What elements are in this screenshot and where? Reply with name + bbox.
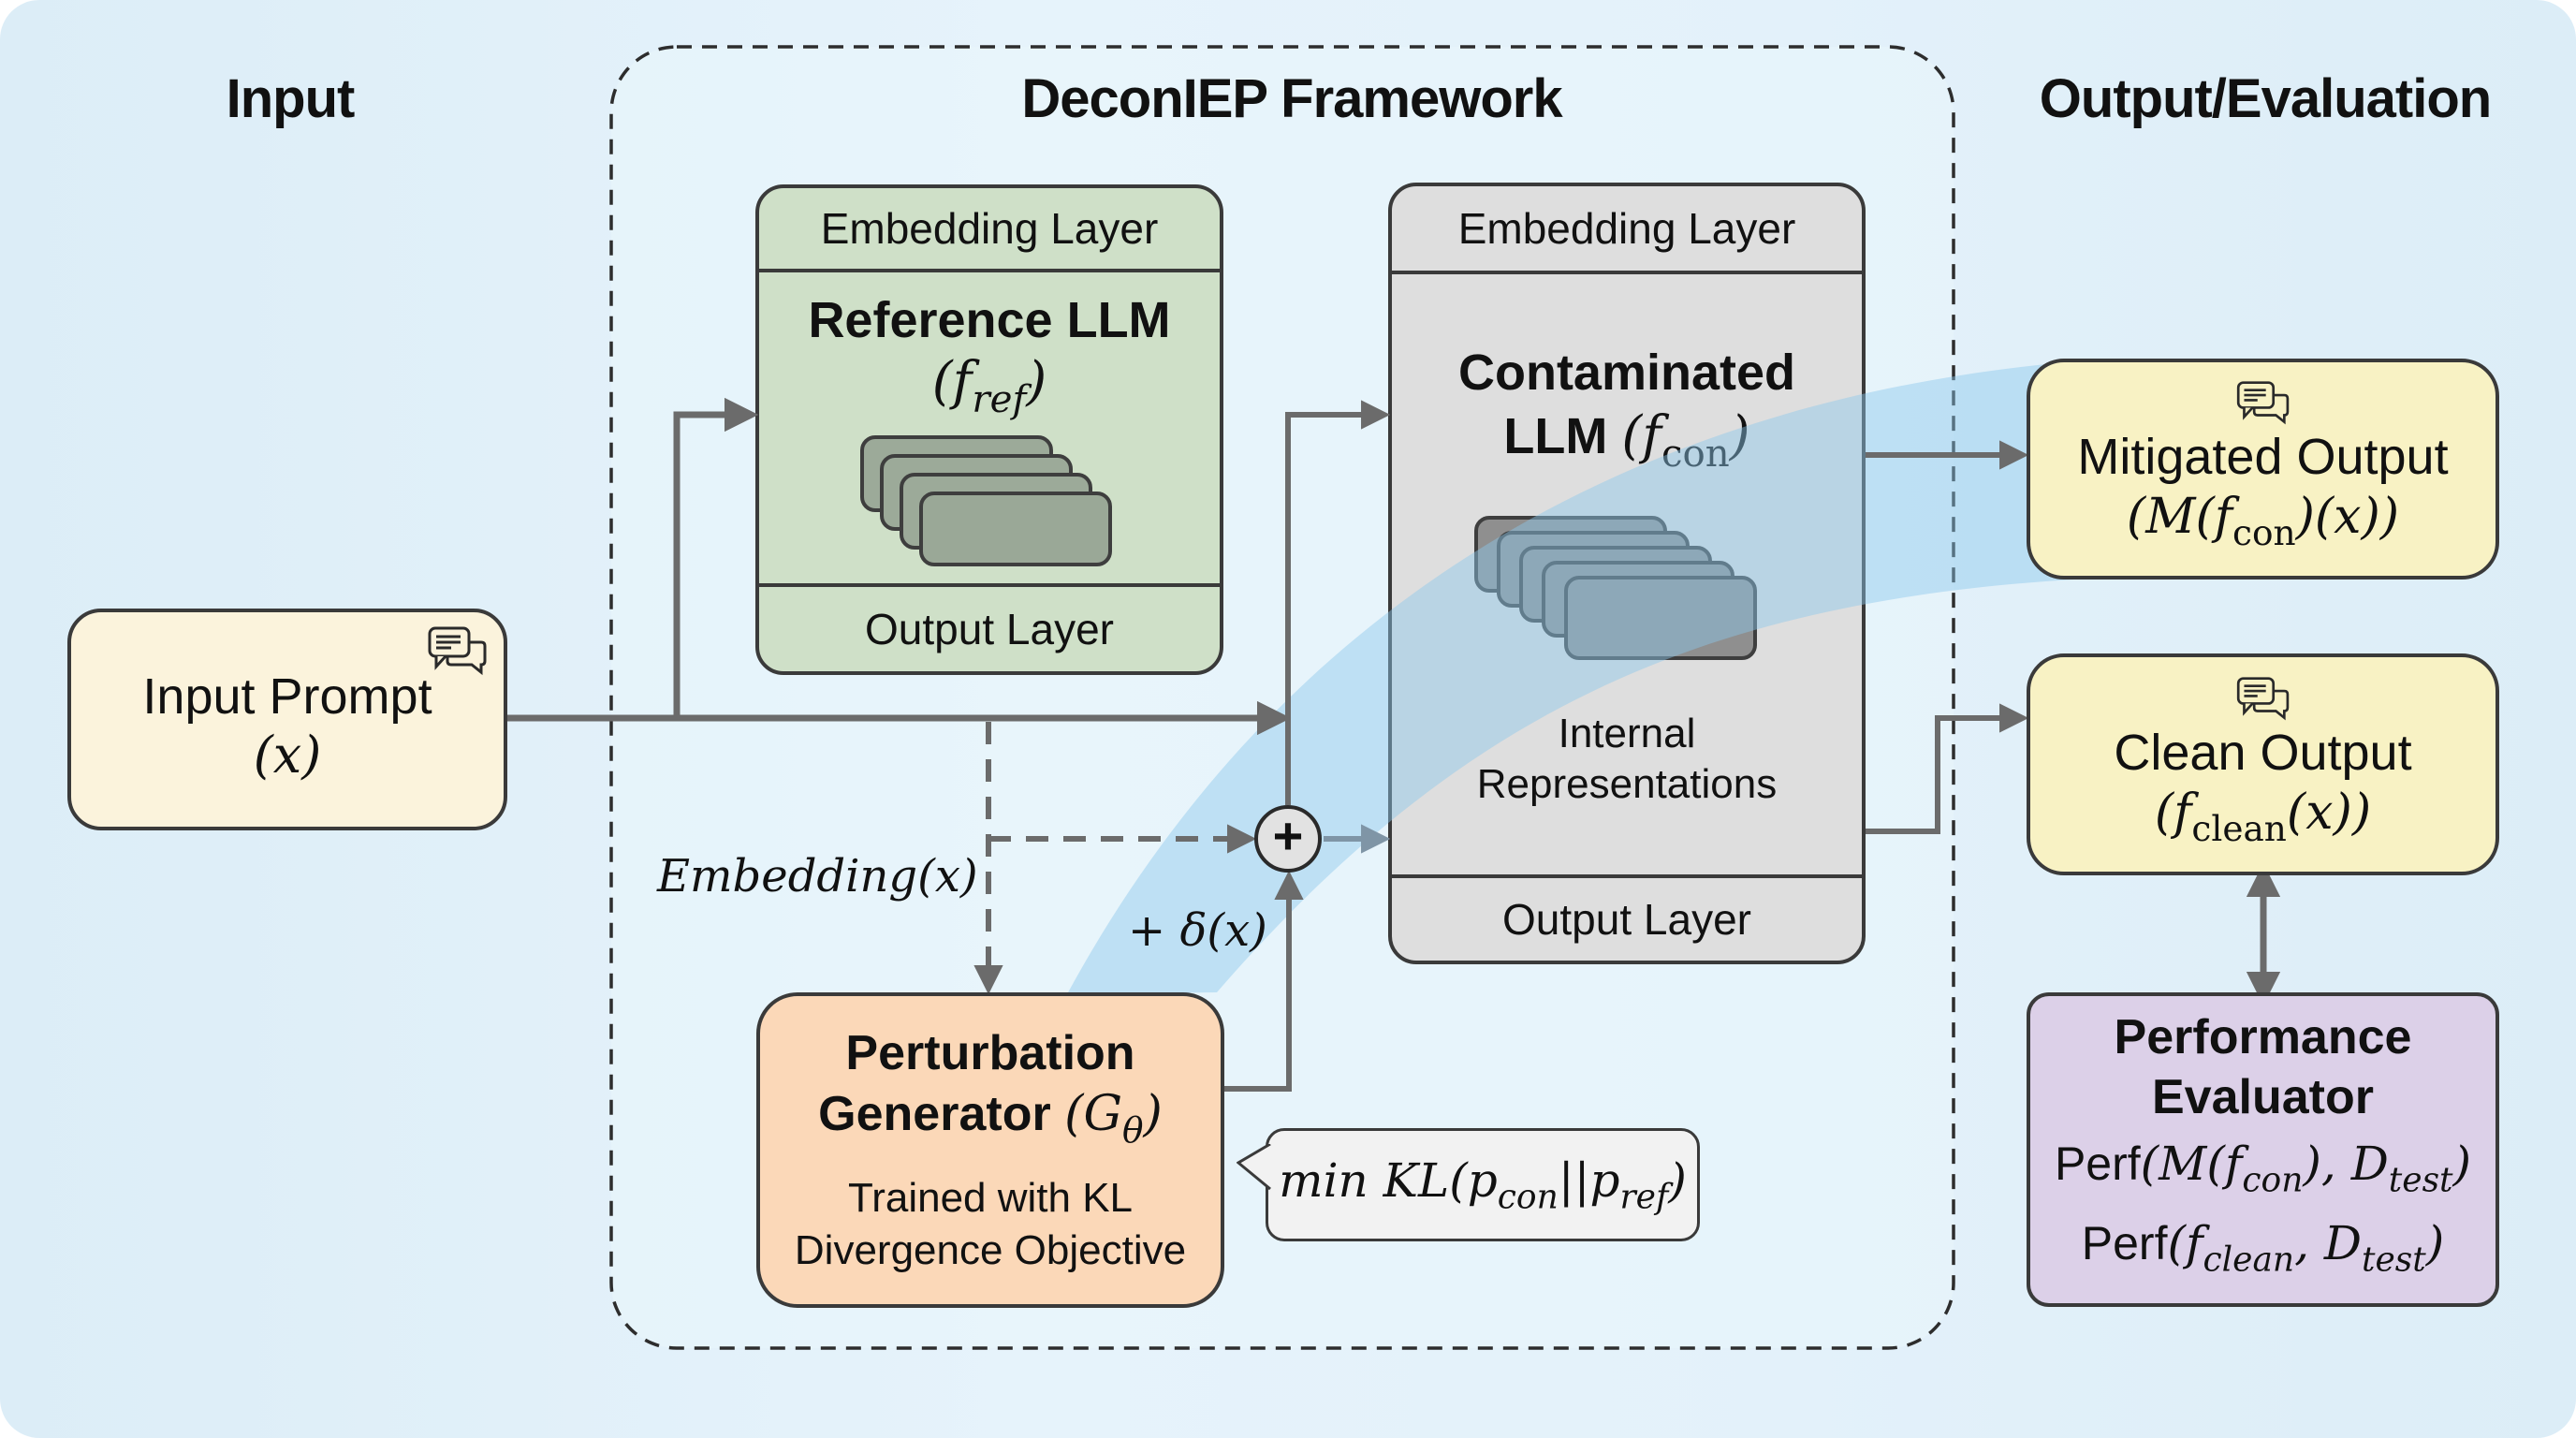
generator-desc-line1: Trained with KL — [847, 1175, 1134, 1222]
generator-title-line2: Generator (Gθ) — [818, 1085, 1163, 1152]
performance-evaluator-block[interactable]: Performance Evaluator Perf(M(fcon), Dtes… — [2027, 992, 2499, 1307]
clean-output-block[interactable]: Clean Output (fclean(x)) — [2027, 653, 2499, 875]
output-section-title: Output/Evaluation — [2039, 68, 2492, 129]
contaminated-llm-name-line2: LLM (fcon) — [1503, 405, 1750, 477]
mitigated-output-block[interactable]: Mitigated Output (M(fcon)(x)) — [2027, 359, 2499, 580]
reference-llm-name: Reference LLM — [808, 292, 1171, 348]
contaminated-output-layer: Output Layer — [1392, 874, 1862, 961]
chat-bubbles-icon — [2236, 381, 2289, 425]
contaminated-llm-name-line1: Contaminated — [1457, 345, 1796, 401]
reference-llm-title: Reference LLM (fref) — [759, 291, 1220, 421]
internal-label-line2: Representations — [1476, 761, 1778, 807]
delta-edge-label: + δ(x) — [1128, 904, 1267, 957]
clean-output-formula: (fclean(x)) — [2154, 784, 2372, 850]
reference-llm-symbol: (fref) — [931, 351, 1047, 422]
generator-desc-line2: Divergence Objective — [794, 1227, 1187, 1274]
kl-formula: min KL(pcon||pref) — [1279, 1152, 1687, 1217]
embedding-edge-label: Embedding(x) — [657, 850, 978, 902]
generator-title-line1: Perturbation — [845, 1025, 1135, 1080]
evaluator-title-line1: Performance — [2114, 1010, 2412, 1065]
evaluator-metric-clean: Perf(fclean, Dtest) — [2081, 1216, 2445, 1280]
plus-symbol: + — [1272, 806, 1304, 865]
mitigated-output-label: Mitigated Output — [2077, 429, 2449, 486]
reference-embedding-layer-label: Embedding Layer — [820, 204, 1159, 253]
chat-bubbles-icon — [428, 626, 487, 676]
plus-combiner-node: + — [1254, 805, 1322, 873]
evaluator-title-line2: Evaluator — [2152, 1070, 2374, 1125]
reference-llm-block[interactable]: Embedding Layer Reference LLM (fref) Out… — [755, 184, 1223, 675]
chat-bubbles-icon — [2236, 677, 2289, 721]
callout-tail — [1237, 1144, 1271, 1191]
reference-output-layer: Output Layer — [759, 583, 1220, 671]
clean-output-label: Clean Output — [2114, 724, 2412, 781]
contaminated-output-layer-label: Output Layer — [1502, 895, 1751, 944]
contaminated-llm-block[interactable]: Embedding Layer Contaminated LLM (fcon) … — [1388, 183, 1866, 964]
internal-label-line1: Internal — [1558, 711, 1696, 756]
kl-objective-callout: min KL(pcon||pref) — [1237, 1128, 1700, 1241]
contaminated-embedding-layer: Embedding Layer — [1392, 186, 1862, 274]
perturbation-generator-block[interactable]: Perturbation Generator (Gθ) Trained with… — [756, 992, 1224, 1308]
contaminated-llm-title: Contaminated LLM (fcon) — [1392, 344, 1862, 476]
input-prompt-symbol: (x) — [253, 726, 322, 785]
contaminated-embedding-layer-label: Embedding Layer — [1457, 204, 1796, 253]
internal-representations-label: Internal Representations — [1392, 709, 1862, 810]
reference-output-layer-label: Output Layer — [865, 605, 1114, 653]
mitigated-output-formula: (M(fcon)(x)) — [2126, 489, 2400, 554]
framework-section-title: DeconIEP Framework — [1021, 68, 1562, 129]
input-section-title: Input — [226, 68, 356, 129]
reference-embedding-layer: Embedding Layer — [759, 188, 1220, 272]
input-prompt-label: Input Prompt — [142, 668, 432, 725]
input-prompt-block[interactable]: Input Prompt (x) — [67, 609, 507, 830]
evaluator-metric-mitigated: Perf(M(fcon), Dtest) — [2054, 1137, 2472, 1200]
